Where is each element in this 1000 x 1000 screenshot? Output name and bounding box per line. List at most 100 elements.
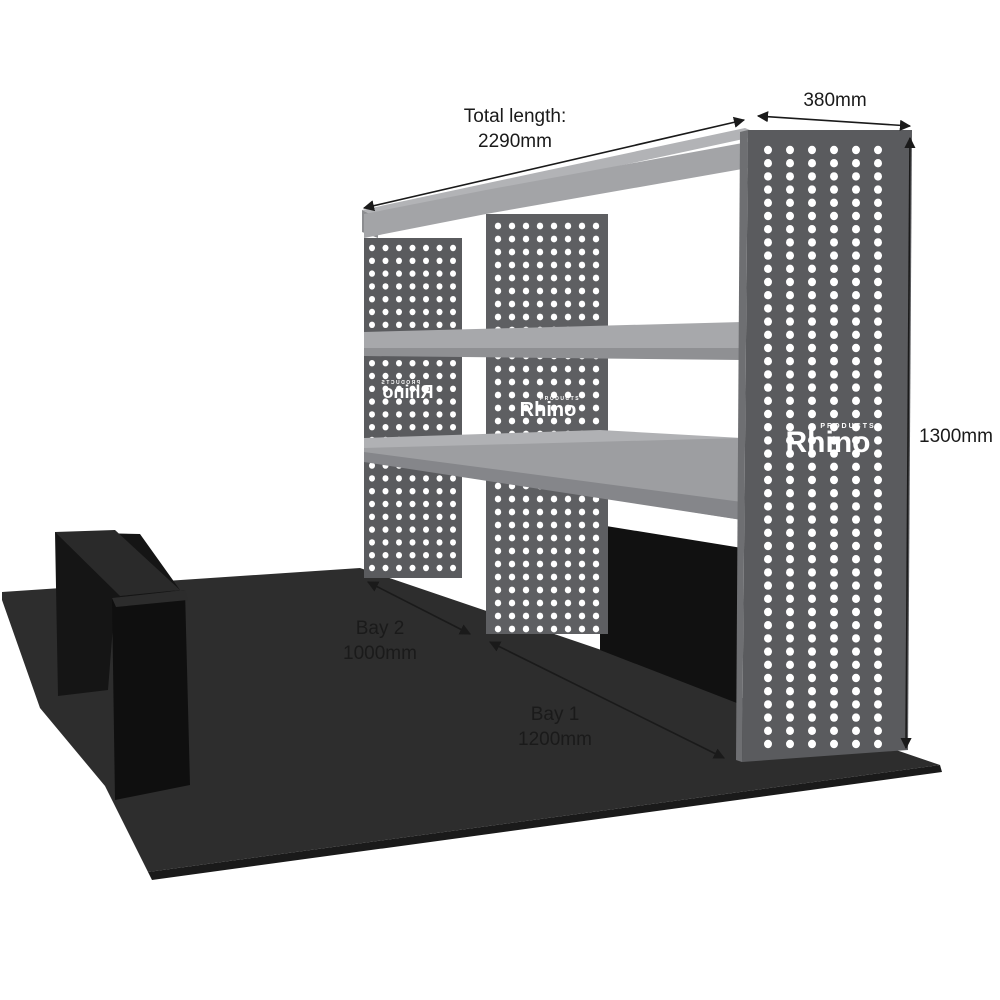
perforation-hole bbox=[852, 330, 860, 339]
perforation-hole bbox=[564, 378, 572, 386]
perforation-hole bbox=[786, 251, 794, 260]
perforation-hole bbox=[550, 261, 558, 269]
perforation-hole bbox=[578, 313, 586, 321]
perforation-hole bbox=[382, 526, 389, 533]
perforation-hole bbox=[830, 198, 838, 207]
perforation-hole bbox=[494, 274, 502, 282]
perforation-hole bbox=[852, 185, 860, 194]
perforation-hole bbox=[874, 343, 882, 353]
perforation-hole bbox=[550, 391, 558, 399]
perforation-hole bbox=[522, 599, 530, 607]
perforation-hole bbox=[564, 586, 572, 594]
perforation-hole bbox=[786, 541, 794, 551]
perforation-hole bbox=[436, 270, 443, 277]
perforation-hole bbox=[396, 398, 402, 405]
perforation-hole bbox=[396, 526, 402, 533]
perforation-hole bbox=[786, 423, 794, 432]
perforation-hole bbox=[808, 343, 816, 353]
perforation-hole bbox=[450, 526, 456, 533]
perforation-hole bbox=[764, 264, 772, 273]
perforation-hole bbox=[592, 625, 600, 633]
end-panel-front bbox=[736, 130, 912, 762]
perforation-hole bbox=[874, 159, 882, 168]
perforation-hole bbox=[436, 321, 443, 328]
perforation-hole bbox=[564, 508, 572, 516]
perforation-hole bbox=[786, 396, 794, 405]
perforation-hole bbox=[550, 417, 558, 425]
perforation-hole bbox=[564, 612, 572, 620]
perforation-hole bbox=[874, 449, 882, 458]
perforation-hole bbox=[874, 621, 882, 630]
perforation-hole bbox=[578, 261, 586, 269]
perforation-hole bbox=[508, 235, 516, 243]
perforation-hole bbox=[436, 539, 443, 546]
perforation-hole bbox=[382, 513, 389, 520]
perforation-hole bbox=[369, 475, 375, 482]
perforation-hole bbox=[874, 726, 882, 735]
perforation-hole bbox=[852, 251, 860, 260]
perforation-hole bbox=[808, 555, 816, 564]
perforation-hole bbox=[423, 411, 429, 418]
perforation-hole bbox=[409, 321, 416, 328]
svg-text:PRODUCTS: PRODUCTS bbox=[540, 396, 580, 402]
perforation-hole bbox=[494, 586, 502, 594]
perforation-hole bbox=[874, 700, 882, 709]
perforation-hole bbox=[786, 185, 794, 194]
perforation-hole bbox=[382, 308, 389, 316]
perforation-hole bbox=[786, 304, 794, 313]
perforation-hole bbox=[830, 436, 838, 445]
perforation-hole bbox=[578, 391, 586, 399]
perforation-hole bbox=[409, 244, 416, 252]
perforation-hole bbox=[522, 261, 530, 269]
perforation-hole bbox=[450, 411, 456, 418]
perforation-hole bbox=[874, 330, 882, 339]
perforation-hole bbox=[786, 555, 794, 564]
perforation-hole bbox=[786, 634, 794, 643]
perforation-hole bbox=[830, 370, 838, 379]
perforation-hole bbox=[382, 270, 389, 277]
perforation-hole bbox=[874, 291, 882, 300]
perforation-hole bbox=[369, 488, 375, 495]
perforation-hole bbox=[423, 270, 429, 277]
perforation-hole bbox=[522, 391, 530, 399]
perforation-hole bbox=[852, 264, 860, 273]
perforation-hole bbox=[852, 370, 860, 379]
perforation-hole bbox=[382, 424, 389, 431]
perforation-hole bbox=[369, 398, 375, 405]
perforation-hole bbox=[522, 222, 530, 230]
perforation-hole bbox=[409, 424, 416, 431]
perforation-hole bbox=[830, 449, 838, 458]
rhino-logo-front: Rhino PRODUCTS bbox=[786, 423, 874, 459]
perforation-hole bbox=[808, 370, 816, 379]
perforation-hole bbox=[436, 424, 443, 431]
perforation-hole bbox=[564, 404, 572, 412]
perforation-hole bbox=[874, 647, 882, 656]
perforation-hole bbox=[436, 283, 443, 290]
perforation-hole bbox=[536, 222, 544, 230]
perforation-hole bbox=[508, 495, 516, 503]
perforation-hole bbox=[423, 296, 429, 303]
perforation-hole bbox=[409, 539, 416, 546]
perforation-hole bbox=[494, 248, 502, 256]
svg-text:Rhino: Rhino bbox=[786, 426, 871, 459]
perforation-hole bbox=[874, 634, 882, 643]
perforation-hole bbox=[423, 488, 429, 495]
perforation-hole bbox=[592, 586, 600, 594]
perforation-hole bbox=[578, 274, 586, 282]
perforation-hole bbox=[522, 274, 530, 282]
perforation-hole bbox=[592, 300, 600, 308]
perforation-hole bbox=[382, 411, 389, 418]
perforation-hole bbox=[369, 308, 375, 316]
perforation-hole bbox=[409, 308, 416, 316]
perforation-hole bbox=[494, 235, 502, 243]
perforation-hole bbox=[874, 396, 882, 405]
perforation-hole bbox=[396, 257, 402, 264]
perforation-hole bbox=[550, 521, 558, 529]
perforation-hole bbox=[786, 449, 794, 458]
perforation-hole bbox=[764, 475, 772, 485]
perforation-hole bbox=[494, 521, 502, 529]
perforation-hole bbox=[808, 475, 816, 485]
perforation-hole bbox=[522, 521, 530, 529]
perforation-hole bbox=[536, 313, 544, 321]
perforation-hole bbox=[592, 521, 600, 529]
